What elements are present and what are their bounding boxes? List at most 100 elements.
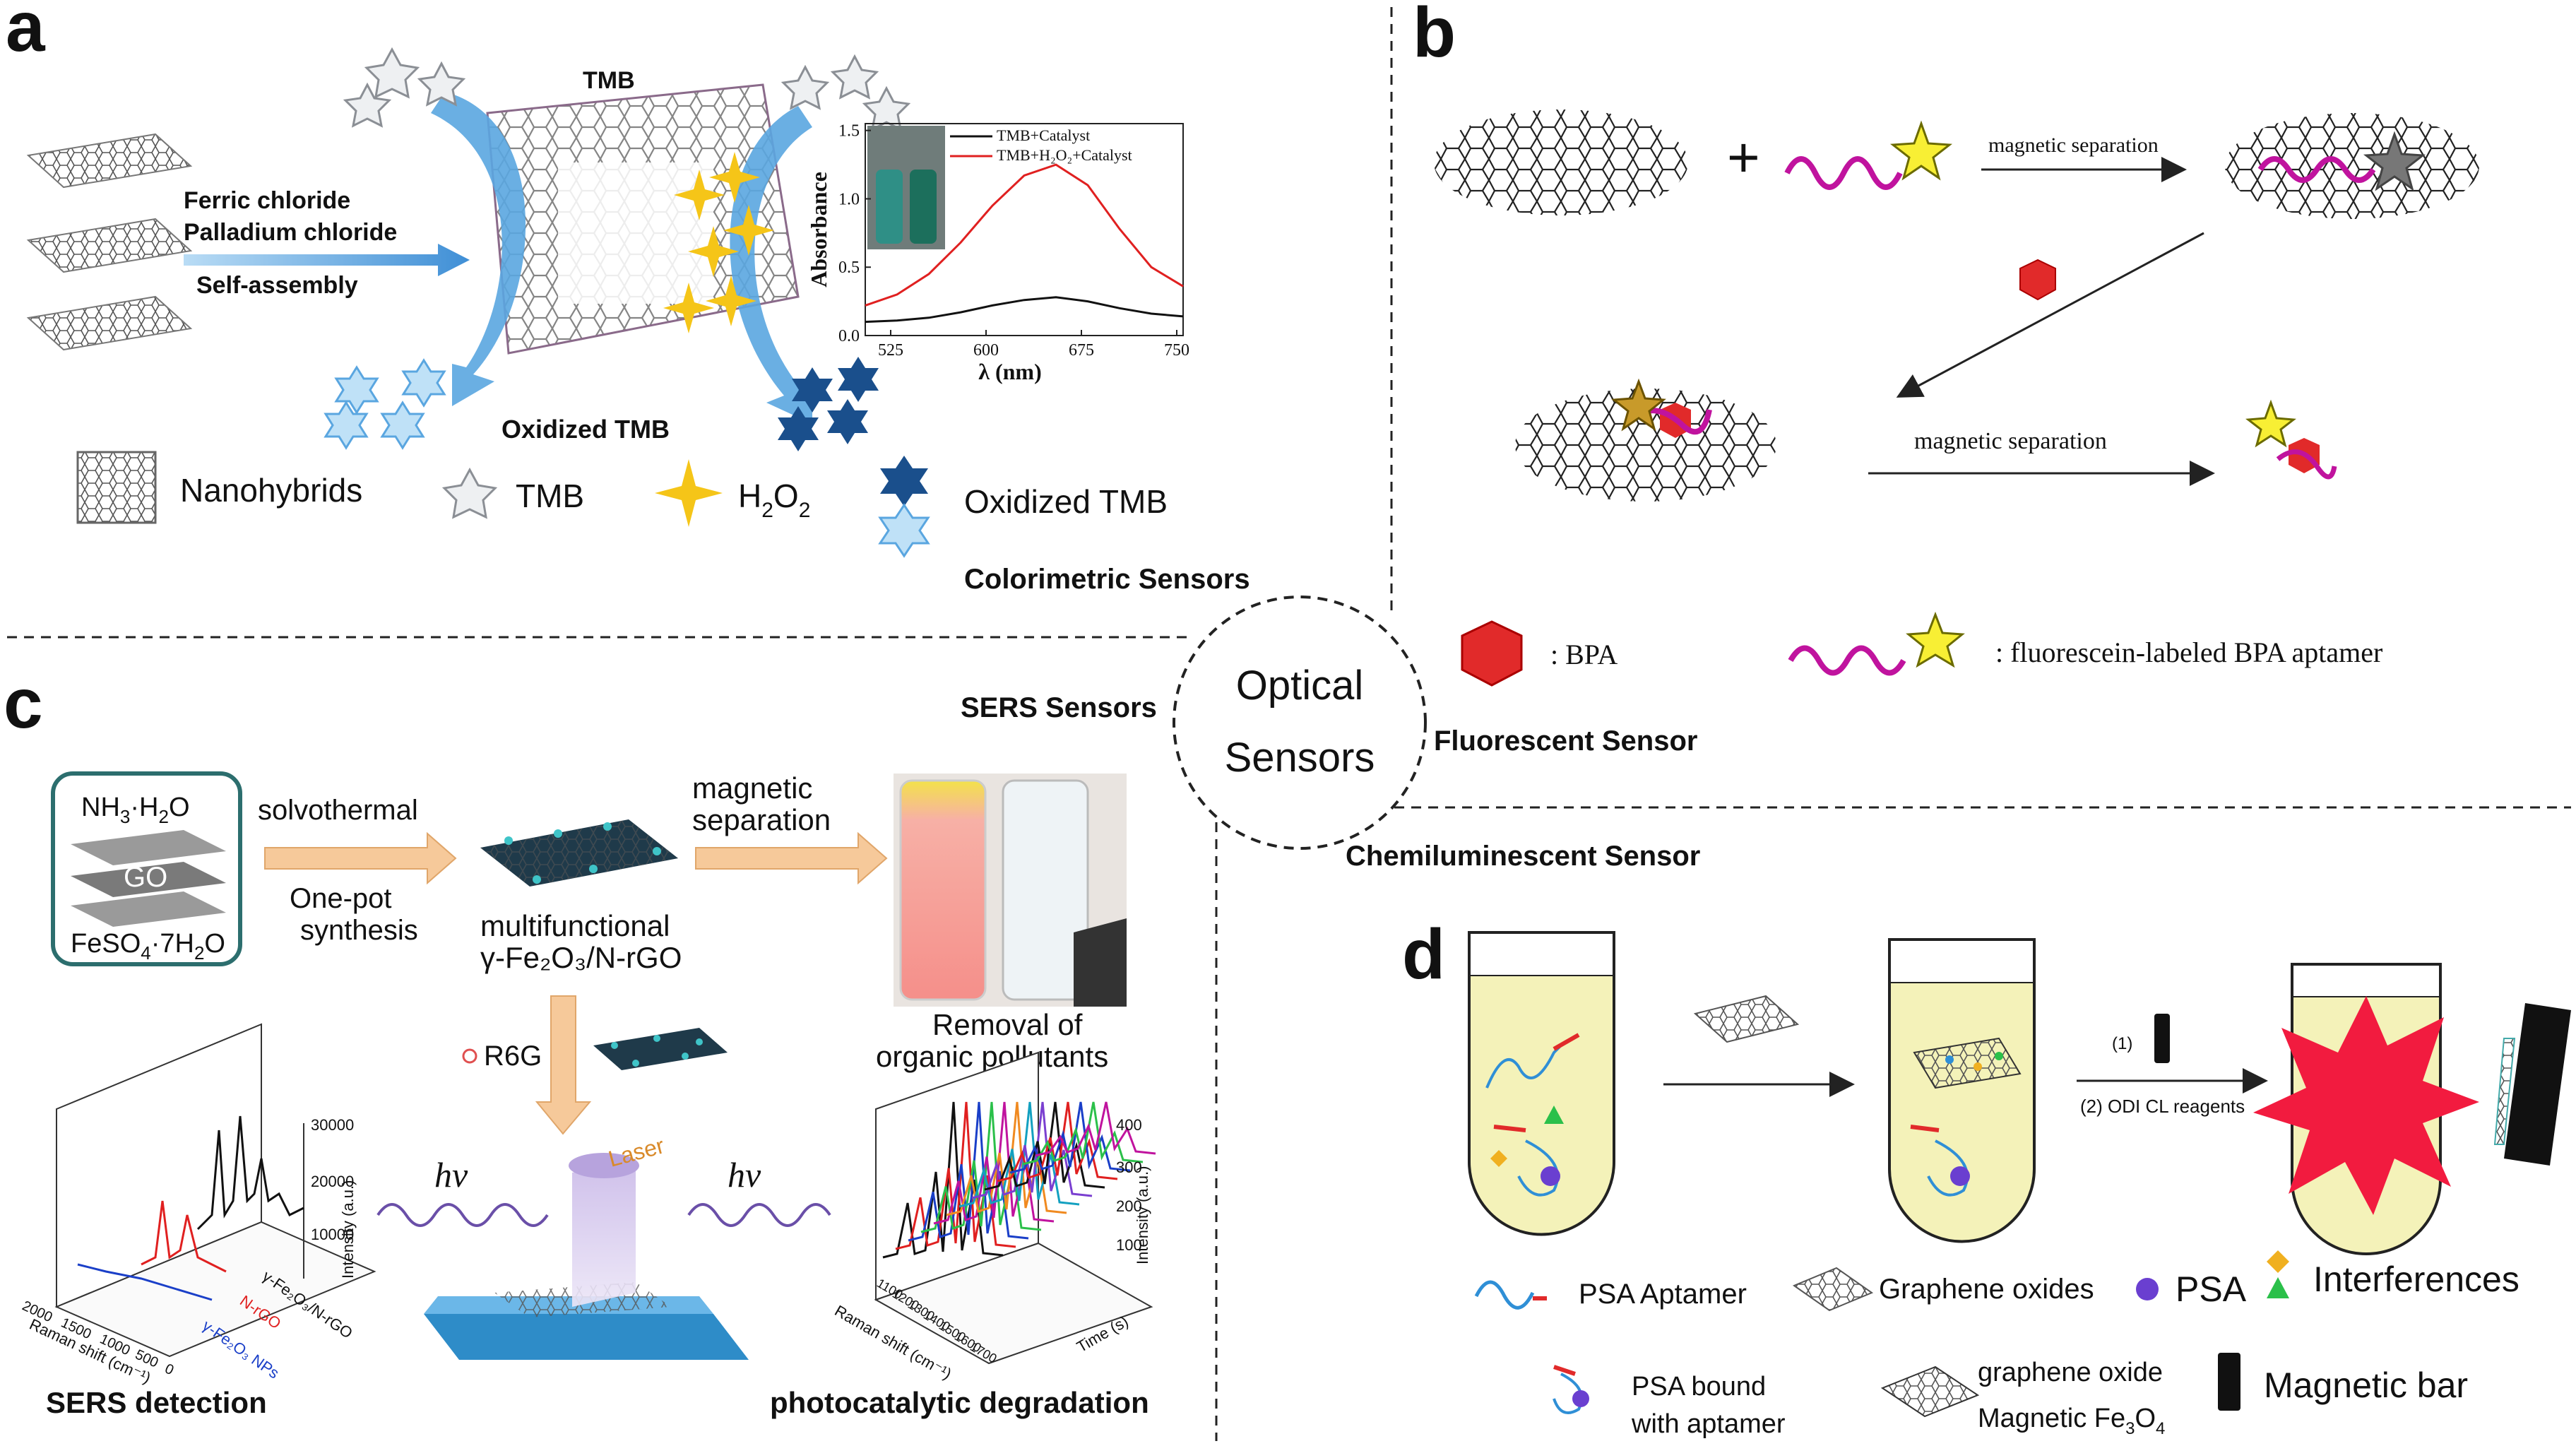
process-label: Self-assembly (196, 272, 358, 299)
abs-xlabel: λ (nm) (978, 359, 1041, 384)
legend-go: Graphene oxides (1879, 1274, 2094, 1305)
step2-label: magnetic separation (1914, 428, 2107, 454)
legend-psa-icon (2136, 1278, 2159, 1300)
plus-sign: + (1727, 126, 1760, 189)
legend-gofe-icon (1880, 1365, 1980, 1418)
released-aptamer (2276, 449, 2337, 480)
sers-z-tick-2: 20000 (311, 1173, 354, 1190)
nanohybrid-icon (76, 451, 157, 524)
r6g-label: R6G (484, 1041, 542, 1072)
legend-interf-diamond (2267, 1250, 2289, 1273)
legend-bound-2: with aptamer (1631, 1409, 1786, 1439)
wave-right (687, 1203, 831, 1227)
light-blue-stars (324, 358, 446, 450)
step-d-1: (1) (2112, 1034, 2132, 1053)
legend-fluor-star (1906, 611, 1965, 668)
abs-xtick-0: 525 (878, 341, 903, 360)
sers-line-black (196, 1115, 304, 1231)
cl-burst (2253, 996, 2479, 1215)
released-star (2245, 399, 2296, 448)
sers-z-tick-1: 30000 (311, 1116, 354, 1134)
product-1: multifunctional (480, 909, 670, 942)
panel-a-letter: a (6, 0, 46, 66)
legend-bound-icon (1553, 1373, 1583, 1414)
h2o2-stars (663, 152, 774, 333)
abs-ytick-1: 0.5 (838, 259, 860, 277)
step-d-2: (2) ODI CL reagents (2080, 1096, 2245, 1117)
tmb-label: TMB (583, 67, 635, 94)
legend-psa: PSA (2176, 1269, 2247, 1309)
panel-a-legend: Nanohybrids TMB H2O2 Oxidized TMB (76, 451, 1168, 558)
legend-aptamer-icon (1788, 645, 1906, 676)
legend-nanohybrids: Nanohybrids (180, 472, 362, 509)
panel-c-letter: c (4, 664, 43, 743)
photo-z-tick-2: 300 (1116, 1158, 1142, 1176)
bpa-icon-mid (2019, 259, 2056, 301)
r6g-dot (462, 1048, 477, 1064)
box-bottom: FeSO4·7H2O (71, 929, 225, 964)
photo-z-label: Intensity (a.u.) (1134, 1166, 1151, 1264)
legend-gofe-2: Magnetic Fe3O4 (1978, 1404, 2165, 1438)
tube-2 (1888, 938, 2036, 1243)
section-chemiluminescent: Chemiluminescent Sensor (1346, 841, 1700, 872)
fluorescein-star-1 (1889, 120, 1953, 181)
go-sheet-1 (1434, 109, 1688, 215)
photo-z-tick-1: 400 (1116, 1116, 1142, 1134)
rgo-small (593, 1028, 728, 1070)
panel-d: Chemiluminescent Sensor d (1346, 841, 2571, 1439)
photo-z-tick-3: 200 (1116, 1197, 1142, 1215)
legend-gofe-1: graphene oxide (1978, 1358, 2163, 1387)
legend-aptamer: : fluorescein-labeled BPA aptamer (1995, 636, 2382, 668)
arrow-diag (1896, 232, 2204, 398)
box-top: NH3·H2O (81, 793, 190, 827)
legend-bound-tail (1553, 1365, 1576, 1376)
reagent-1: Ferric chloride (184, 187, 350, 214)
vials-photo (894, 774, 1127, 1007)
section-colorimetric: Colorimetric Sensors (964, 564, 1250, 595)
abs-ylabel: Absorbance (806, 172, 831, 288)
legend-h2o2: H2O2 (738, 478, 810, 522)
sers-z-label: Intensity (a.u.) (339, 1180, 357, 1279)
oxidized-dark-icon (880, 456, 928, 506)
hv-left: hν (434, 1155, 468, 1195)
quenched-star (2363, 131, 2426, 191)
sers-caption: SERS detection (46, 1386, 267, 1419)
sers-line-blue (77, 1263, 213, 1301)
self-assembly-arrow (184, 244, 470, 276)
center-label: Optical Sensors (1173, 595, 1427, 850)
legend-go-icon (1792, 1267, 1874, 1312)
legend-oxidized: Oxidized TMB (964, 483, 1168, 520)
product-2: γ-Fe₂O₃/N-rGO (480, 941, 682, 974)
left-curved-arrow (431, 92, 526, 406)
abs-xtick-1: 600 (973, 341, 999, 360)
photo-spectrum-12 (1035, 1101, 1156, 1157)
reagent-2: Palladium chloride (184, 219, 397, 246)
center-line-1: Optical (1236, 663, 1364, 709)
removal-2: organic pollutants (876, 1040, 1108, 1073)
fluorescein-star-2 (1611, 378, 1666, 432)
legend-bound-1: PSA bound (1632, 1372, 1766, 1401)
h2o2-legend-icon (655, 459, 723, 527)
wave-left (376, 1203, 549, 1227)
tube-1 (1468, 931, 1615, 1236)
magnet-large (2504, 1003, 2571, 1166)
center-line-2: Sensors (1225, 735, 1375, 781)
oxidized-light-icon (878, 503, 930, 558)
arrow1 (264, 831, 457, 885)
graphene-sheets (26, 133, 193, 351)
legend-interferences: Interferences (2313, 1260, 2519, 1299)
section-fluorescent: Fluorescent Sensor (1434, 725, 1697, 757)
photo-caption: photocatalytic degradation (770, 1386, 1149, 1419)
legend-bar-icon (2218, 1353, 2240, 1411)
legend-psa-aptamer: PSA Aptamer (1579, 1279, 1747, 1310)
abs-frame (865, 123, 1184, 336)
sers-z-tick-3: 10000 (311, 1226, 354, 1243)
arrow-down (535, 995, 592, 1135)
box-mid: GO (124, 862, 167, 893)
panel-b-letter: b (1413, 0, 1456, 72)
magnet-small (2154, 1014, 2170, 1063)
abs-xtick-2: 675 (1069, 341, 1094, 360)
abs-legend-label-1: TMB+H₂O₂+Catalyst (997, 146, 1132, 164)
